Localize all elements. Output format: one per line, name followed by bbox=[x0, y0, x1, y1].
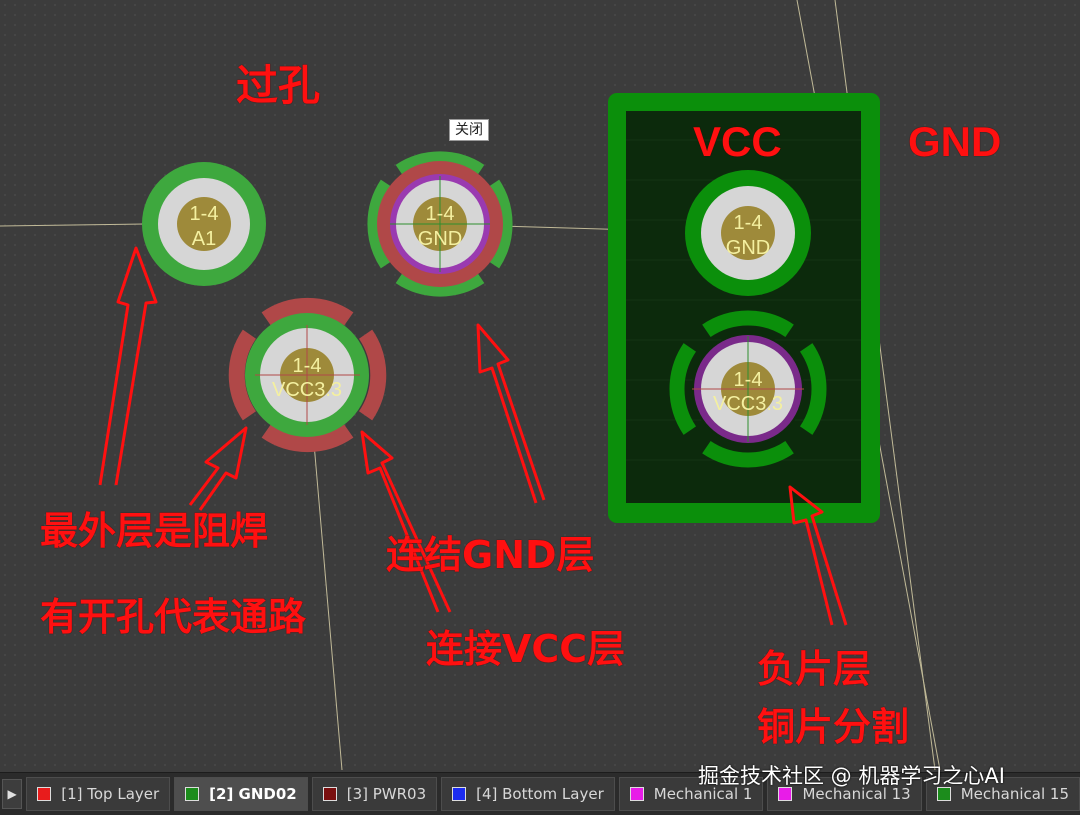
layer-tab[interactable]: Mechanical 1 bbox=[618, 777, 764, 811]
layer-tab-label: Mechanical 15 bbox=[960, 785, 1069, 803]
via-title: 过孔 bbox=[236, 61, 321, 110]
layer-tab-label: [1] Top Layer bbox=[61, 785, 160, 803]
solder-mask-note: 最外层是阻焊 bbox=[40, 509, 269, 553]
layer-tab-label: Mechanical 13 bbox=[802, 785, 911, 803]
layer-tab-label: [2] GND02 bbox=[209, 785, 297, 803]
gnd-label: GND bbox=[908, 118, 1002, 165]
plane-pad-gnd[interactable]: 1-4 GND bbox=[685, 170, 811, 296]
pad-label: 1-4 bbox=[190, 203, 219, 225]
pad-net: VCC3.3 bbox=[272, 379, 342, 401]
layer-tab-bar: ▶ [1] Top Layer [2] GND02 [3] PWR03 [4] Bot… bbox=[0, 772, 1080, 815]
layer-tab[interactable]: [3] PWR03 bbox=[311, 777, 438, 811]
negative-layer-note: 负片层 bbox=[757, 647, 872, 691]
pad-label: 1-4 bbox=[734, 369, 763, 391]
via-pad-vcc33[interactable]: 1-4 VCC3.3 bbox=[228, 297, 387, 453]
layer-tab[interactable]: Mechanical 13 bbox=[767, 777, 922, 811]
vcc-label: VCC bbox=[693, 118, 782, 165]
layer-tab-label: [4] Bottom Layer bbox=[476, 785, 604, 803]
layer-tab[interactable]: Mechanical 15 bbox=[925, 777, 1080, 811]
layer-tab[interactable]: [2] GND02 bbox=[174, 777, 308, 811]
pad-label: 1-4 bbox=[426, 203, 455, 225]
negative-plane-region[interactable]: 1-4 GND 1-4 VCC3.3 bbox=[608, 93, 880, 523]
layer-color-swatch bbox=[452, 787, 467, 801]
layer-tab[interactable]: [1] Top Layer bbox=[26, 777, 171, 811]
layer-color-swatch bbox=[322, 787, 337, 801]
layer-tab[interactable]: [4] Bottom Layer bbox=[441, 777, 615, 811]
connect-gnd-note: 连结GND层 bbox=[386, 533, 595, 577]
layer-color-swatch bbox=[936, 787, 951, 801]
pad-net: GND bbox=[418, 228, 462, 250]
layer-color-swatch bbox=[629, 787, 644, 801]
via-pad-gnd[interactable]: 1-4 GND bbox=[367, 151, 513, 297]
layer-tab-label: [3] PWR03 bbox=[346, 785, 427, 803]
pad-label: 1-4 bbox=[734, 212, 763, 234]
via-pad-a1[interactable]: 1-4 A1 bbox=[142, 162, 266, 286]
watermark: 掘金技术社区 @ 机器学习之心AI bbox=[698, 764, 1005, 788]
annotation-arrows bbox=[98, 246, 848, 626]
pad-net: A1 bbox=[192, 228, 216, 250]
open-hole-note: 有开孔代表通路 bbox=[40, 595, 307, 639]
scroll-right-icon[interactable]: ▶ bbox=[2, 779, 23, 809]
pad-label: 1-4 bbox=[293, 355, 322, 377]
pad-net: VCC3.3 bbox=[713, 393, 783, 415]
connect-vcc-note: 连接VCC层 bbox=[426, 627, 626, 671]
layer-color-swatch bbox=[778, 787, 793, 801]
layer-color-swatch bbox=[37, 787, 52, 801]
pad-net: GND bbox=[726, 237, 770, 259]
close-tooltip[interactable]: 关闭 bbox=[449, 119, 489, 141]
layer-color-swatch bbox=[185, 787, 200, 801]
copper-split-note: 铜片分割 bbox=[757, 705, 910, 749]
plane-pad-vcc33[interactable]: 1-4 VCC3.3 bbox=[669, 310, 827, 468]
layer-tab-label: Mechanical 1 bbox=[653, 785, 753, 803]
